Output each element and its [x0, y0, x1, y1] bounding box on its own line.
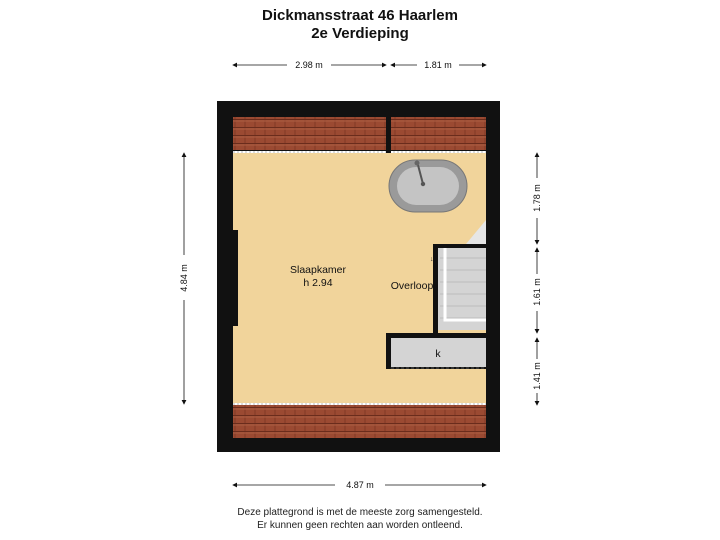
svg-text:2.98 m: 2.98 m: [295, 60, 323, 70]
floor-title: 2e Verdieping: [311, 25, 409, 42]
bedroom-label: Slaapkamer: [290, 264, 347, 276]
svg-text:1.78 m: 1.78 m: [532, 184, 542, 212]
stair-wall: [433, 244, 438, 333]
disclaimer: Deze plattegrond is met de meeste zorg s…: [0, 506, 720, 532]
dimension-right-top: 1.78 m: [532, 152, 542, 245]
dimension-right-middle: 1.61 m: [532, 247, 542, 334]
svg-text:1.81 m: 1.81 m: [424, 60, 452, 70]
dimension-bottom: 4.87 m: [232, 480, 487, 490]
stair-rail: [443, 248, 486, 322]
svg-text:1.41 m: 1.41 m: [532, 362, 542, 390]
storage-cupboard: [391, 338, 486, 367]
roof-tiles-top-right: [391, 117, 486, 150]
stair-wall-top: [433, 244, 486, 248]
roof-tiles-top-left: [233, 117, 386, 150]
chimney-left: [217, 230, 238, 326]
landing-label: Overloop: [391, 280, 434, 292]
svg-text:4.84 m: 4.84 m: [179, 264, 189, 292]
roof-tiles-bottom: [233, 405, 486, 438]
dimension-top-left: 2.98 m: [232, 60, 387, 70]
dimension-right-bottom: 1.41 m: [532, 337, 542, 406]
svg-text:4.87 m: 4.87 m: [346, 480, 374, 490]
disclaimer-line-1: Deze plattegrond is met de meeste zorg s…: [237, 507, 483, 518]
roof-divider: [386, 117, 391, 153]
dimension-left: 4.84 m: [179, 152, 189, 405]
svg-text:1.61 m: 1.61 m: [532, 278, 542, 306]
bedroom-height-label: h 2.94: [303, 277, 332, 289]
stair-top-landing: [466, 220, 486, 244]
bathtub-icon: [388, 159, 468, 213]
storage-label: k: [435, 348, 441, 360]
bedroom-floor-bottom: [233, 369, 486, 405]
dimension-top-right: 1.81 m: [390, 60, 487, 70]
floorplan-title: Dickmansstraat 46 Haarlem 2e Verdieping: [0, 7, 720, 43]
disclaimer-line-2: Er kunnen geen rechten aan worden ontlee…: [257, 520, 463, 531]
stair-arrow-icon: ↓: [430, 256, 434, 263]
address-title: Dickmansstraat 46 Haarlem: [262, 7, 458, 24]
